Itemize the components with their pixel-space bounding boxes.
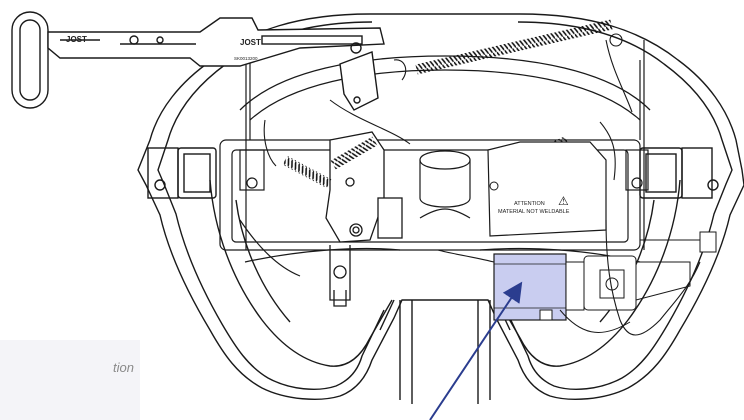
highlighted-sensor-module [493, 231, 717, 333]
lever-brand-label: JOST [240, 38, 261, 47]
warning-line-1: ATTENTION [514, 201, 545, 207]
caption-box: tion [0, 340, 140, 420]
warning-triangle-icon: ⚠ [558, 194, 569, 208]
handle-brand-label: JOST [66, 35, 87, 44]
warning-line-2: MATERIAL NOT WELDABLE [498, 209, 570, 215]
part-number-label: SK0013200 [234, 56, 258, 61]
cables [263, 33, 701, 336]
caption-text: tion [113, 360, 134, 375]
release-handle [11, 11, 385, 111]
pointer-arrow [429, 281, 523, 420]
warning-plate: ATTENTION MATERIAL NOT WELDABLE ⚠ [487, 141, 607, 237]
